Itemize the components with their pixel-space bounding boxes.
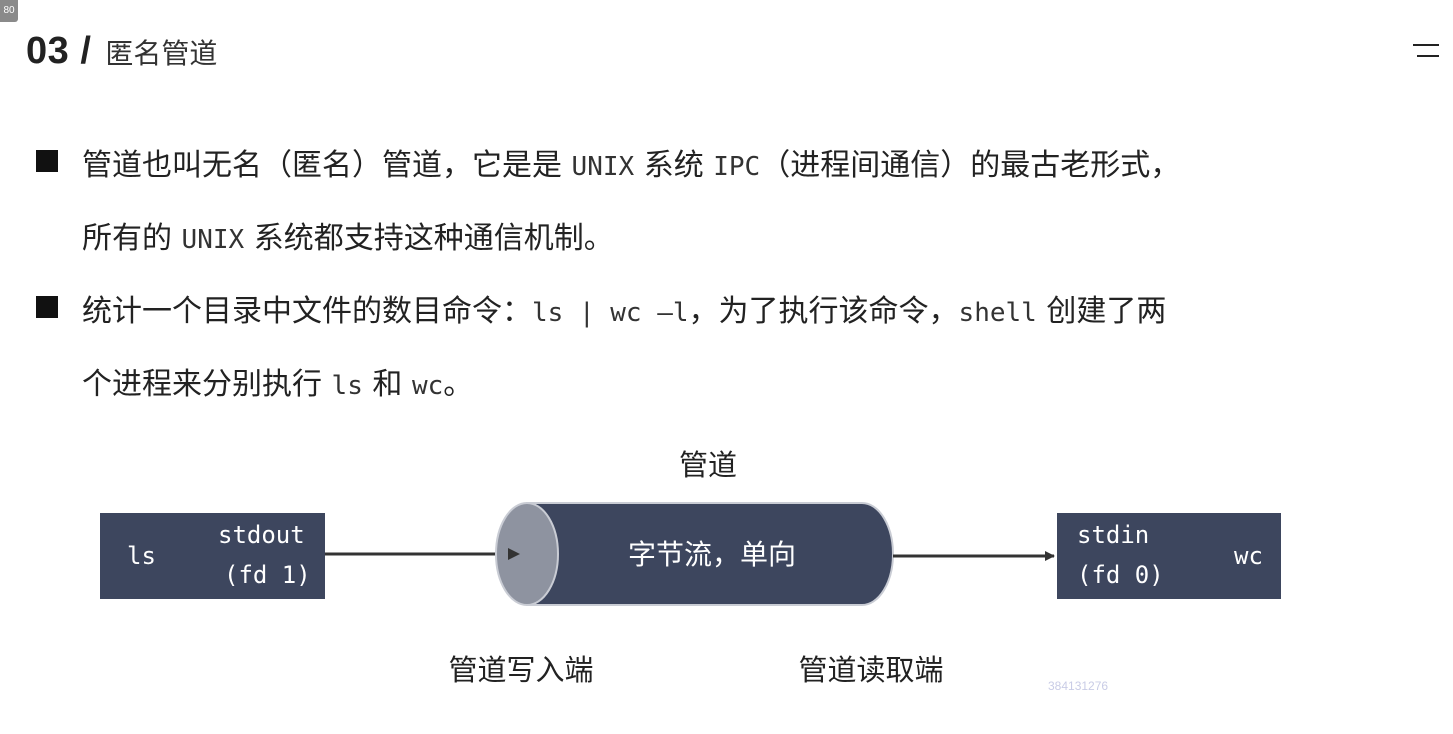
bullet-square-icon [36,150,58,172]
code-text: shell [958,298,1037,328]
ls-stdout-label: stdout [218,521,305,549]
slide-header: 03 / 匿名管道 [26,30,217,73]
body-text: 所有的 [82,221,182,256]
wc-process-box [1057,513,1281,599]
corner-badge: 80 [0,0,18,22]
bullet-item-1: 管道也叫无名（匿名）管道，它是是 UNIX 系统 IPC（进程间通信）的最古老形… [36,130,1376,276]
code-text: UNIX [181,225,245,255]
wc-fd-label: (fd 0) [1077,561,1164,589]
code-text: wc [411,371,444,401]
body-text: 和 [362,367,412,402]
bullet-square-icon [36,296,58,318]
body-text: 创建了两 [1036,294,1167,329]
watermark: 384131276 [1048,679,1109,693]
body-text: （进程间通信）的最古老形式， [760,148,1181,183]
wc-process-name: wc [1234,542,1263,570]
pipe-body [526,502,894,606]
code-text: ls [331,371,363,401]
body-text: 。 [443,367,474,402]
ls-fd-label: (fd 1) [224,561,311,589]
menu-lines-icon[interactable] [1413,44,1439,60]
code-text: UNIX [571,152,635,182]
ls-process-name: ls [127,542,156,570]
body-text: ，为了执行该命令， [688,294,959,329]
arrow-tip-on-cap [508,548,520,560]
body-text: 系统 [634,148,714,183]
bullet-list: 管道也叫无名（匿名）管道，它是是 UNIX 系统 IPC（进程间通信）的最古老形… [36,130,1376,422]
bullet-text: 管道也叫无名（匿名）管道，它是是 UNIX 系统 IPC（进程间通信）的最古老形… [82,148,1180,256]
write-end-label: 管道写入端 [448,653,593,687]
body-text: 个进程来分别执行 [82,367,332,402]
pipe-body-label: 字节流，单向 [628,538,796,571]
bullet-text: 统计一个目录中文件的数目命令：ls | wc –l，为了执行该命令，shell … [82,294,1166,402]
code-text: IPC [713,152,761,182]
section-title: 匿名管道 [105,37,218,70]
pipe-end-cap [495,502,559,606]
bullet-item-2: 统计一个目录中文件的数目命令：ls | wc –l，为了执行该命令，shell … [36,276,1376,422]
body-text: 管道也叫无名（匿名）管道，它是是 [82,148,572,183]
body-text: 系统都支持这种通信机制。 [244,221,614,256]
wc-stdin-label: stdin [1077,521,1149,549]
ls-process-box [100,513,325,599]
section-number: 03 / [26,30,92,72]
code-text: ls | wc –l [532,298,689,328]
pipe-label: 管道 [679,448,737,482]
body-text: 统计一个目录中文件的数目命令： [82,294,532,329]
read-end-label: 管道读取端 [798,653,943,687]
